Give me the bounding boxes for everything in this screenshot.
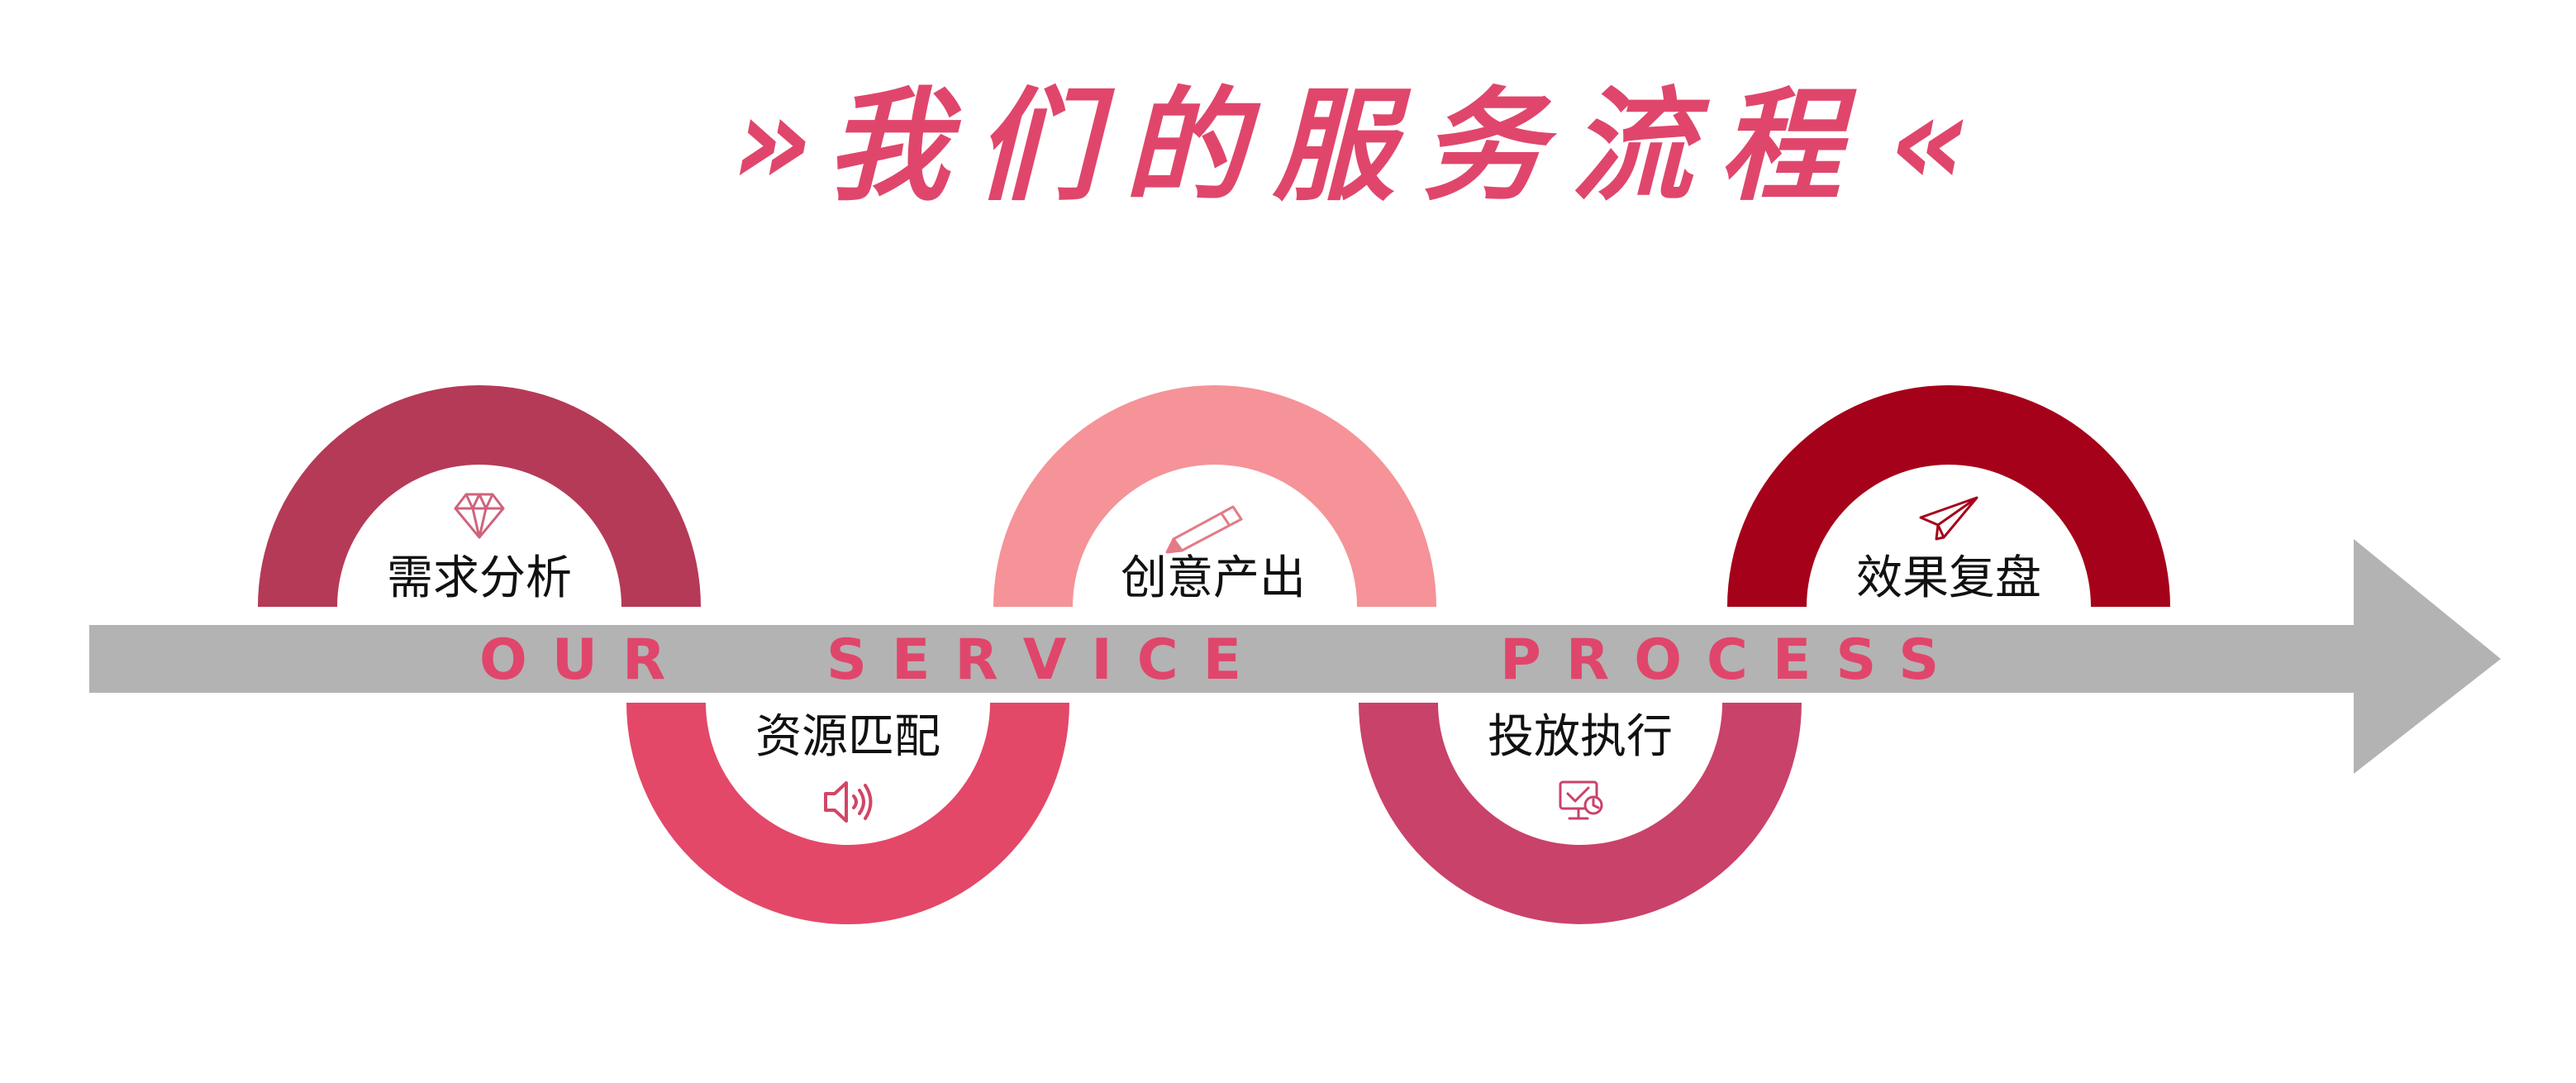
watermark-word-our: OUR [479, 627, 690, 693]
title-right-marker: « [1889, 69, 1970, 213]
step-label-2: 资源匹配 [755, 710, 940, 764]
watermark-word-service: SERVICE [826, 627, 1266, 693]
diamond-icon [454, 493, 505, 539]
step-arc-5 [1727, 385, 2170, 607]
watermark-word-process: PROCESS [1500, 627, 1964, 693]
arrow-shaft [89, 625, 2357, 693]
speaker-icon [824, 781, 873, 823]
title-left-marker: » [732, 69, 813, 213]
pencil-icon [1165, 505, 1243, 554]
step-label-3: 创意产出 [1121, 551, 1306, 605]
step-label-5: 效果复盘 [1856, 551, 2041, 605]
step-arc-1 [258, 385, 701, 607]
paper-plane-icon [1919, 496, 1978, 541]
process-arrow [89, 539, 2501, 774]
step-label-1: 需求分析 [387, 551, 572, 605]
monitor-check-icon [1559, 780, 1603, 820]
step-label-4: 投放执行 [1488, 710, 1673, 764]
page-title: 我们的服务流程 [826, 75, 1868, 217]
step-arc-4 [1359, 703, 1802, 924]
arrow-head [2354, 539, 2501, 774]
step-arc-2 [626, 703, 1069, 924]
step-arc-3 [993, 385, 1436, 607]
